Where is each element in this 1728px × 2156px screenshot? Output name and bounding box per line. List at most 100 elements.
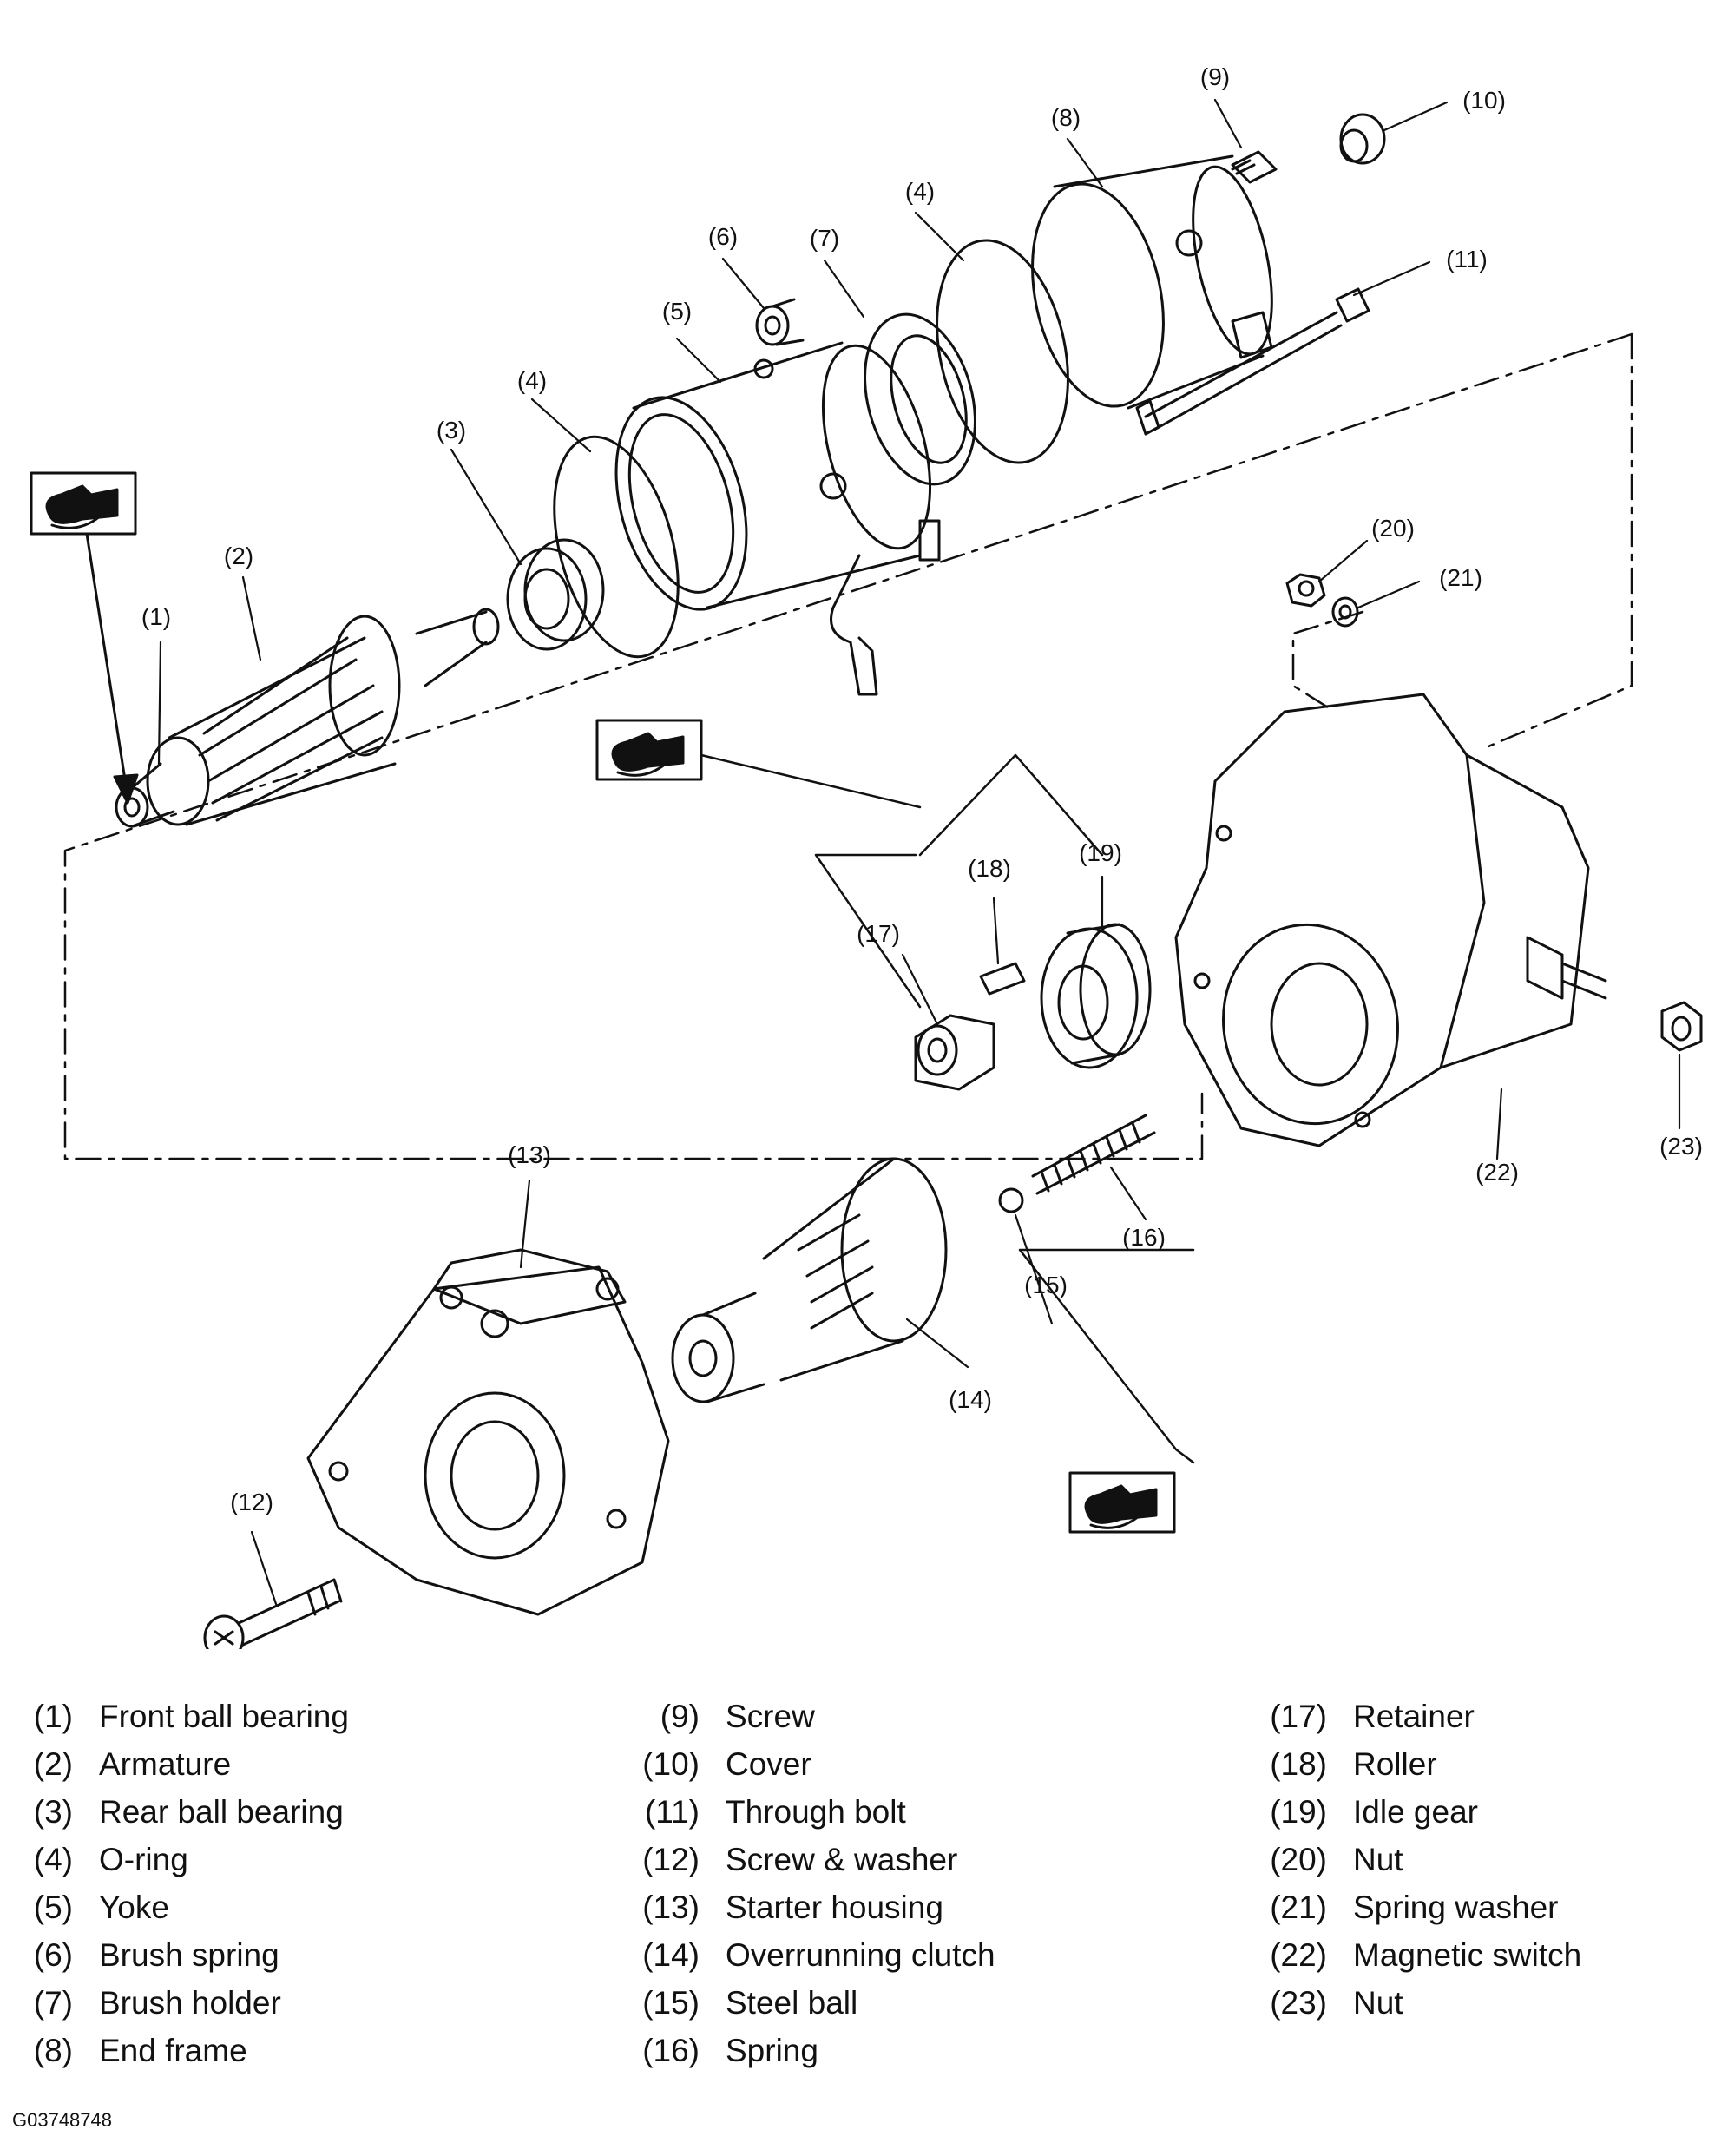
legend-item: (6)Brush spring [33,1936,279,1973]
legend-label: Armature [99,1745,232,1782]
starter-housing-part [306,1248,670,1616]
callout-9: (9) [1200,63,1230,90]
legend-item: (10)Cover [642,1745,811,1782]
callout-5: (5) [662,298,692,325]
callout-2: (2) [224,542,253,569]
legend-label: Spring washer [1353,1889,1559,1925]
callout-11: (11) [1446,246,1488,273]
legend-label: Screw & washer [726,1841,958,1877]
screw-part [1231,150,1278,184]
callout-20: (20) [1371,515,1415,542]
brush-spring-part [755,298,805,346]
legend-label: Nut [1353,1841,1403,1877]
grease-icon [1068,1471,1176,1534]
leader-line [85,532,128,787]
grease-icon [595,719,703,781]
cover-part [1339,113,1386,165]
legend-item: (9)Screw [660,1698,815,1734]
end-frame-part [1031,154,1273,410]
legend-column-3: (17)Retainer (18)Roller (19)Idle gear (2… [1254,1693,1581,2027]
legend-item: (3)Rear ball bearing [33,1793,344,1830]
legend-item: (5)Yoke [33,1889,169,1925]
legend-item: (22)Magnetic switch [1270,1936,1582,1973]
callout-15: (15) [1024,1272,1068,1298]
spring-part [1031,1114,1156,1195]
o-ring-part [553,435,680,659]
legend-label: Brush spring [99,1936,279,1973]
legend-item: (4)O-ring [33,1841,188,1877]
roller-part [979,962,1026,996]
legend-item: (2)Armature [33,1745,232,1782]
legend-item: (11)Through bolt [644,1793,906,1830]
callout-10: (10) [1462,87,1506,114]
legend-label: Yoke [99,1889,169,1925]
callout-8: (8) [1051,104,1081,131]
callout-17: (17) [857,920,900,947]
grease-icon [30,471,137,536]
callout-14: (14) [949,1386,992,1413]
legend-label: O-ring [99,1841,188,1877]
legend-label: Overrunning clutch [726,1936,995,1973]
nut-part [1285,573,1326,608]
legend-label: Brush holder [99,1984,281,2021]
callout-7: (7) [810,225,839,252]
legend-label: Roller [1353,1745,1437,1782]
legend-item: (16)Spring [642,2032,818,2068]
brush-holder-part [864,312,976,562]
callout-1: (1) [141,603,171,630]
parts-legend: (1)Front ball bearing (2)Armature (3)Rea… [0,1693,1728,2092]
callout-4b: (4) [905,178,935,205]
o-ring-part [936,239,1069,464]
retainer-part [914,1014,995,1091]
legend-label: Nut [1353,1984,1403,2021]
legend-label: Starter housing [726,1889,943,1925]
legend-item: (23)Nut [1270,1984,1403,2021]
idle-gear-part [1040,923,1152,1069]
legend-label: Rear ball bearing [99,1793,344,1830]
rear-bearing-part [506,538,605,651]
callout-6: (6) [708,223,738,250]
callout-12: (12) [230,1489,273,1515]
callout-19: (19) [1079,839,1122,866]
legend-label: Idle gear [1353,1793,1478,1830]
exploded-starter-diagram: (1) (2) (3) (4) (5) (6) (7) (4) (8) (9) … [30,63,1703,1649]
legend-column-2: (9)Screw (10)Cover (11)Through bolt (12)… [627,1693,995,2074]
callout-4a: (4) [517,367,547,394]
yoke-part [614,341,932,696]
legend-item: (8)End frame [33,2032,247,2068]
legend-item: (14)Overrunning clutch [642,1936,995,1973]
nut-part [1660,1001,1703,1052]
magnetic-switch-part [1174,693,1607,1147]
steel-ball-part [998,1187,1024,1213]
legend-label: End frame [99,2032,247,2068]
legend-label: Screw [726,1698,815,1734]
legend-label: Cover [726,1745,811,1782]
callout-leaders [157,98,1681,1606]
legend-column-1: (1)Front ball bearing (2)Armature (3)Rea… [0,1693,349,2074]
callout-13: (13) [508,1141,551,1168]
callout-23: (23) [1659,1133,1703,1160]
callout-3: (3) [437,417,466,444]
legend-item: (21)Spring washer [1270,1889,1559,1925]
spring-washer-part [1331,596,1359,628]
armature-part [115,608,500,828]
callout-22: (22) [1475,1159,1519,1186]
legend-label: Steel ball [726,1984,858,2021]
through-bolt-part [1135,287,1370,436]
legend-item: (18)Roller [1270,1745,1437,1782]
legend-label: Through bolt [726,1793,906,1830]
legend-item: (7)Brush holder [33,1984,281,2021]
bracket-lines [700,753,1195,1464]
legend-label: Front ball bearing [99,1698,349,1734]
legend-label: Spring [726,2032,818,2068]
legend-label: Retainer [1353,1698,1475,1734]
screw-washer-part [203,1578,343,1649]
legend-label: Magnetic switch [1353,1936,1582,1973]
legend-item: (12)Screw & washer [642,1841,958,1877]
overrunning-clutch-part [671,1157,948,1403]
legend-item: (19)Idle gear [1270,1793,1478,1830]
legend-item: (17)Retainer [1270,1698,1475,1734]
legend-item: (13)Starter housing [642,1889,943,1925]
legend-item: (1)Front ball bearing [33,1698,349,1734]
figure-id: G03748748 [12,2109,112,2131]
